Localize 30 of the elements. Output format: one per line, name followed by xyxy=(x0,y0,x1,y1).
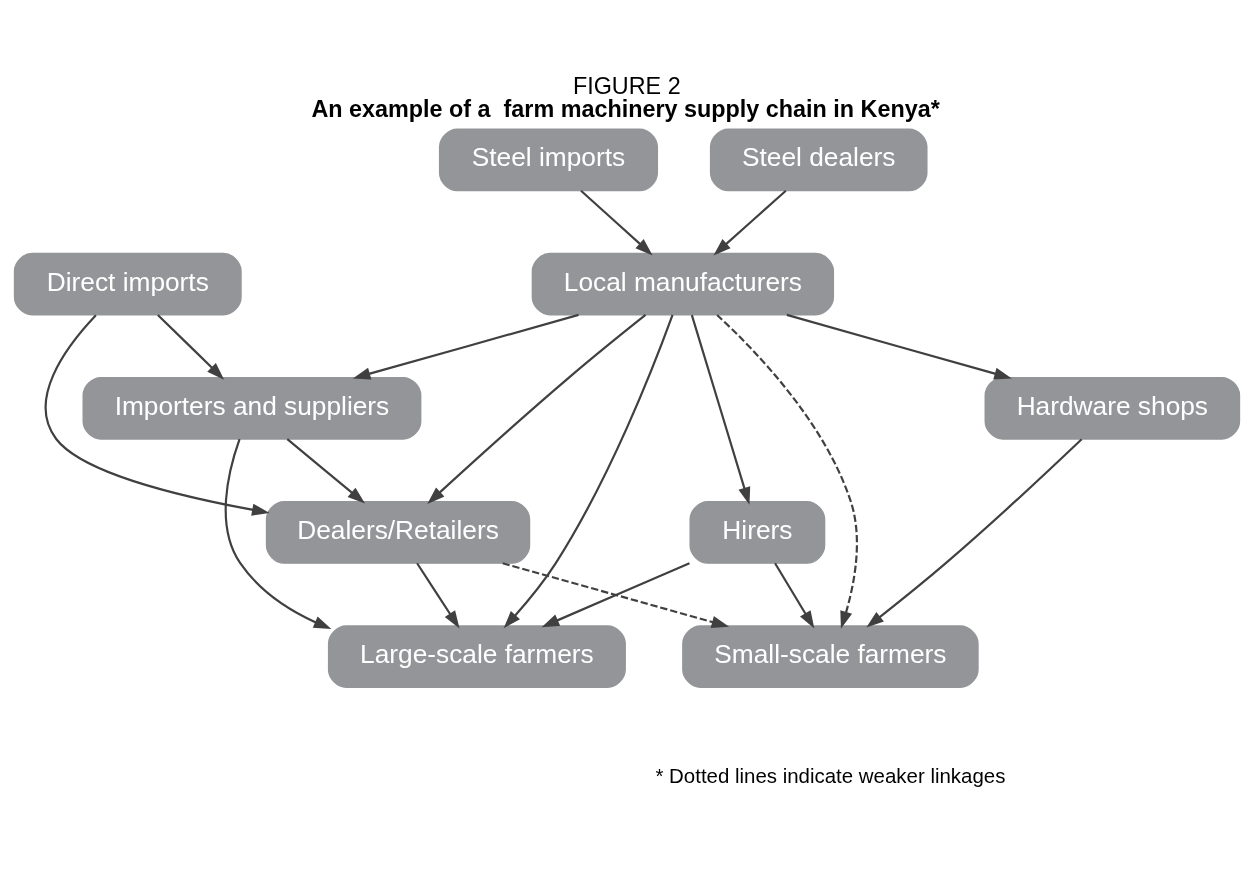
node-box: Small-scale farmers xyxy=(682,625,979,688)
node-box: Steel imports xyxy=(438,128,659,192)
arrow xyxy=(44,314,270,516)
node-box: Hardware shops xyxy=(984,376,1241,440)
label: FIGURE 2 xyxy=(572,72,681,99)
arrow xyxy=(503,314,674,629)
arrow xyxy=(713,189,787,256)
node-box: Dealers/Retailers xyxy=(265,501,531,564)
node-box: Importers and suppliers xyxy=(82,376,422,440)
node-box: Local manufacturers xyxy=(531,252,835,316)
node-box: Steel dealers xyxy=(709,128,928,192)
arrow xyxy=(352,313,579,380)
arrow xyxy=(774,562,815,629)
caption: * Dotted lines indicate weaker linkages xyxy=(655,763,1006,787)
arrow xyxy=(716,314,858,629)
node-box: Large-scale farmers xyxy=(327,625,626,688)
arrow xyxy=(416,562,460,629)
arrow xyxy=(427,314,647,504)
arrow xyxy=(286,438,366,504)
arrow xyxy=(786,313,1012,380)
arrow xyxy=(866,438,1083,628)
arrow xyxy=(224,438,332,630)
arrow xyxy=(157,314,225,380)
arrow xyxy=(580,189,653,256)
node-box: Direct imports xyxy=(13,252,242,316)
arrow xyxy=(690,314,751,505)
node-box: Hirers xyxy=(689,501,826,564)
arrow xyxy=(541,562,690,628)
arrow xyxy=(502,562,730,628)
diagram-title: An example of a farm machinery supply chain in Kenya* xyxy=(311,96,940,123)
